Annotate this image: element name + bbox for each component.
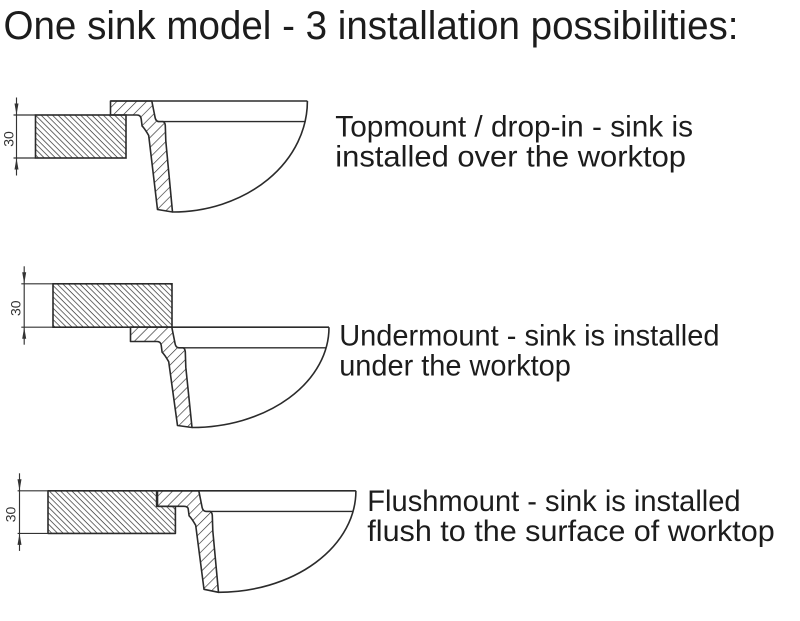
svg-text:Topmount / drop-in - sink is: Topmount / drop-in - sink is: [335, 111, 693, 144]
svg-text:30: 30: [7, 300, 23, 316]
svg-text:installed over the worktop: installed over the worktop: [335, 141, 686, 174]
svg-text:One sink model - 3 installatio: One sink model - 3 installation possibil…: [4, 3, 739, 48]
svg-text:30: 30: [0, 131, 16, 147]
svg-text:flush to the surface of workto: flush to the surface of worktop: [367, 515, 774, 548]
svg-text:Flushmount - sink is installed: Flushmount - sink is installed: [367, 485, 740, 518]
svg-text:30: 30: [2, 507, 18, 523]
svg-text:Undermount - sink is installed: Undermount - sink is installed: [339, 320, 719, 353]
svg-text:under the worktop: under the worktop: [339, 350, 571, 383]
